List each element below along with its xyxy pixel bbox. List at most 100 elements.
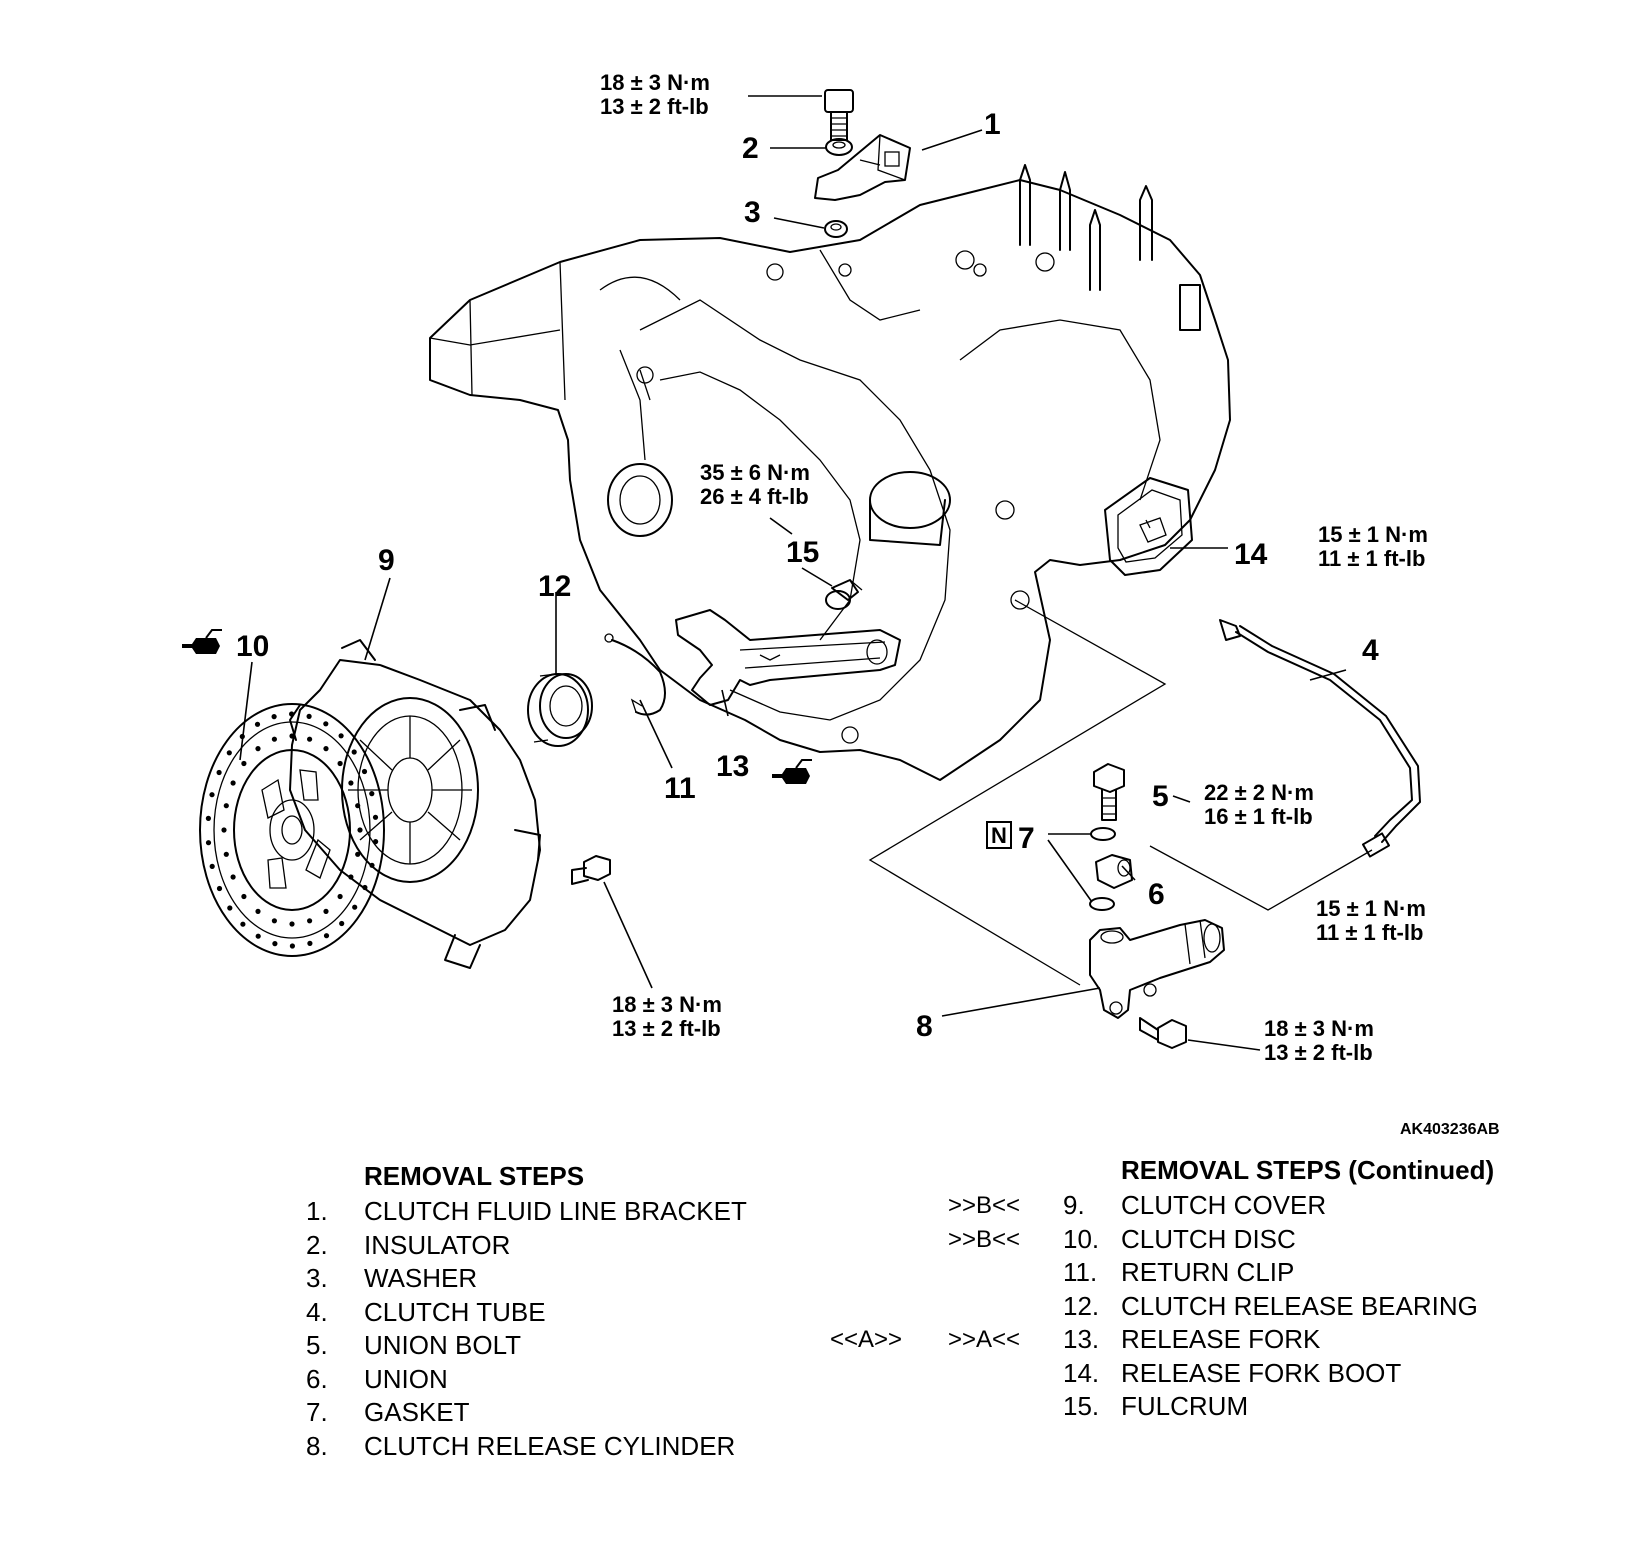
disc-rivet — [372, 814, 379, 820]
callout-15: 15 — [786, 536, 819, 569]
disc-rivet — [306, 713, 312, 720]
marker-row: <<A>> >>A<< — [830, 1323, 1060, 1357]
gasket — [1089, 827, 1116, 911]
step-text: CLUTCH RELEASE BEARING — [1121, 1290, 1478, 1321]
step-text: CLUTCH DISC — [1121, 1223, 1296, 1254]
callout-2: 2 — [742, 132, 759, 165]
step-text: GASKET — [364, 1397, 470, 1427]
step-text: INSULATOR — [364, 1229, 511, 1260]
torque-tube-lower-ftlb: 11 ± 1 ft-lb — [1316, 920, 1423, 945]
step-number: 10. — [1063, 1223, 1100, 1254]
disc-rivet — [216, 769, 222, 776]
disc-rivet — [230, 780, 236, 786]
grease-gun-icon — [182, 629, 222, 654]
disc-rivet — [348, 780, 354, 786]
step-text: UNION BOLT — [364, 1330, 521, 1360]
release-fork-boot — [1104, 477, 1193, 576]
installation-service-point-marker: >>B<< — [948, 1192, 1021, 1219]
step-number: 2. — [306, 1229, 328, 1260]
grease-gun-icon — [772, 759, 812, 784]
callout-8: 8 — [916, 1010, 933, 1043]
disc-rivet — [272, 941, 278, 947]
disc-rivet — [255, 746, 261, 752]
disc-rivet — [307, 918, 313, 924]
disc-rivet — [205, 840, 212, 846]
step-number: 15. — [1063, 1391, 1100, 1421]
disc-rivet — [289, 711, 295, 717]
union-bolt — [1093, 763, 1125, 821]
step-number: 7. — [306, 1397, 328, 1427]
callout-9: 9 — [378, 544, 395, 577]
disc-rivet — [209, 863, 215, 870]
callout-1: 1 — [984, 108, 1001, 141]
callout-numbers: 1 2 3 4 5 6 7 8 9 10 11 12 13 14 15 — [236, 108, 1379, 1043]
callout-6: 6 — [1148, 878, 1165, 911]
disc-rivet — [205, 815, 211, 822]
marker-row — [830, 1290, 1060, 1324]
torque-tube-lower-nm: 15 ± 1 N·m — [1316, 896, 1426, 921]
clutch-release-cylinder — [1089, 919, 1225, 1019]
step-number: 14. — [1063, 1357, 1100, 1388]
disc-rivet — [323, 908, 329, 915]
clutch-tube — [1219, 619, 1421, 858]
step-number: 3. — [306, 1263, 328, 1293]
transaxle-housing — [429, 164, 1231, 781]
step-number: 9. — [1063, 1190, 1085, 1220]
disc-rivet — [254, 721, 261, 727]
torque-cover-bolt-ftlb: 13 ± 2 ft-lb — [612, 1016, 721, 1041]
step-number: 13. — [1063, 1324, 1100, 1354]
disc-rivet — [241, 893, 247, 900]
new-part-icon: N — [986, 821, 1012, 849]
disc-rivet — [223, 803, 229, 809]
disc-rivet — [255, 908, 261, 915]
step-number: 1. — [306, 1196, 328, 1226]
disc-rivet — [361, 768, 368, 775]
disc-rivet — [221, 827, 227, 833]
leader-lines — [239, 95, 1347, 1051]
clutch-fluid-line-bracket — [814, 134, 911, 201]
callout-13: 13 — [716, 750, 749, 783]
removal-service-point-marker: <<A>> — [830, 1326, 903, 1353]
disc-rivet — [348, 874, 354, 880]
disc-rivet — [226, 750, 232, 756]
union — [1095, 854, 1133, 889]
marker-row — [830, 1390, 1060, 1424]
disc-rivet — [351, 749, 357, 755]
clutch-cover — [289, 639, 541, 969]
disc-rivet — [362, 884, 368, 891]
torque-top-nm: 18 ± 3 N·m — [600, 70, 710, 95]
installation-service-point-marker: >>B<< — [948, 1225, 1021, 1253]
disc-rivet — [271, 736, 277, 742]
washer — [824, 220, 848, 238]
step-number: 11. — [1063, 1257, 1098, 1287]
disc-rivet — [230, 874, 236, 880]
clutch-release-bearing — [527, 673, 593, 747]
installation-service-point-marker: >>A<< — [948, 1326, 1021, 1353]
torque-tube-upper-nm: 15 ± 1 N·m — [1318, 522, 1428, 547]
figure-id: AK403236AB — [1400, 1121, 1500, 1138]
disc-rivet — [337, 893, 343, 900]
service-markers: >>B<< >>B<< <<A>> >>A<< — [830, 1189, 1060, 1424]
disc-rivet — [216, 885, 223, 892]
step-text: RELEASE FORK — [1121, 1324, 1321, 1354]
disc-rivet — [227, 905, 233, 911]
cover-bolt — [571, 855, 611, 885]
assembly-brackets — [868, 599, 1373, 986]
disc-rivet — [352, 904, 358, 910]
step-text: CLUTCH FLUID LINE BRACKET — [364, 1196, 747, 1226]
disc-rivet — [323, 933, 330, 939]
step-text: UNION — [364, 1363, 448, 1394]
disc-rivet — [337, 760, 343, 767]
step-text: CLUTCH TUBE — [364, 1296, 546, 1327]
disc-rivet — [357, 827, 363, 833]
callout-5: 5 — [1152, 780, 1169, 813]
step-text: CLUTCH COVER — [1121, 1190, 1327, 1220]
disc-rivet — [355, 803, 361, 809]
clutch-disc — [199, 703, 385, 957]
svg-text:N: N — [991, 823, 1007, 848]
disc-rivet — [241, 760, 247, 767]
disc-rivet — [355, 851, 361, 857]
callout-4: 4 — [1362, 634, 1379, 667]
disc-rivet — [271, 918, 277, 924]
